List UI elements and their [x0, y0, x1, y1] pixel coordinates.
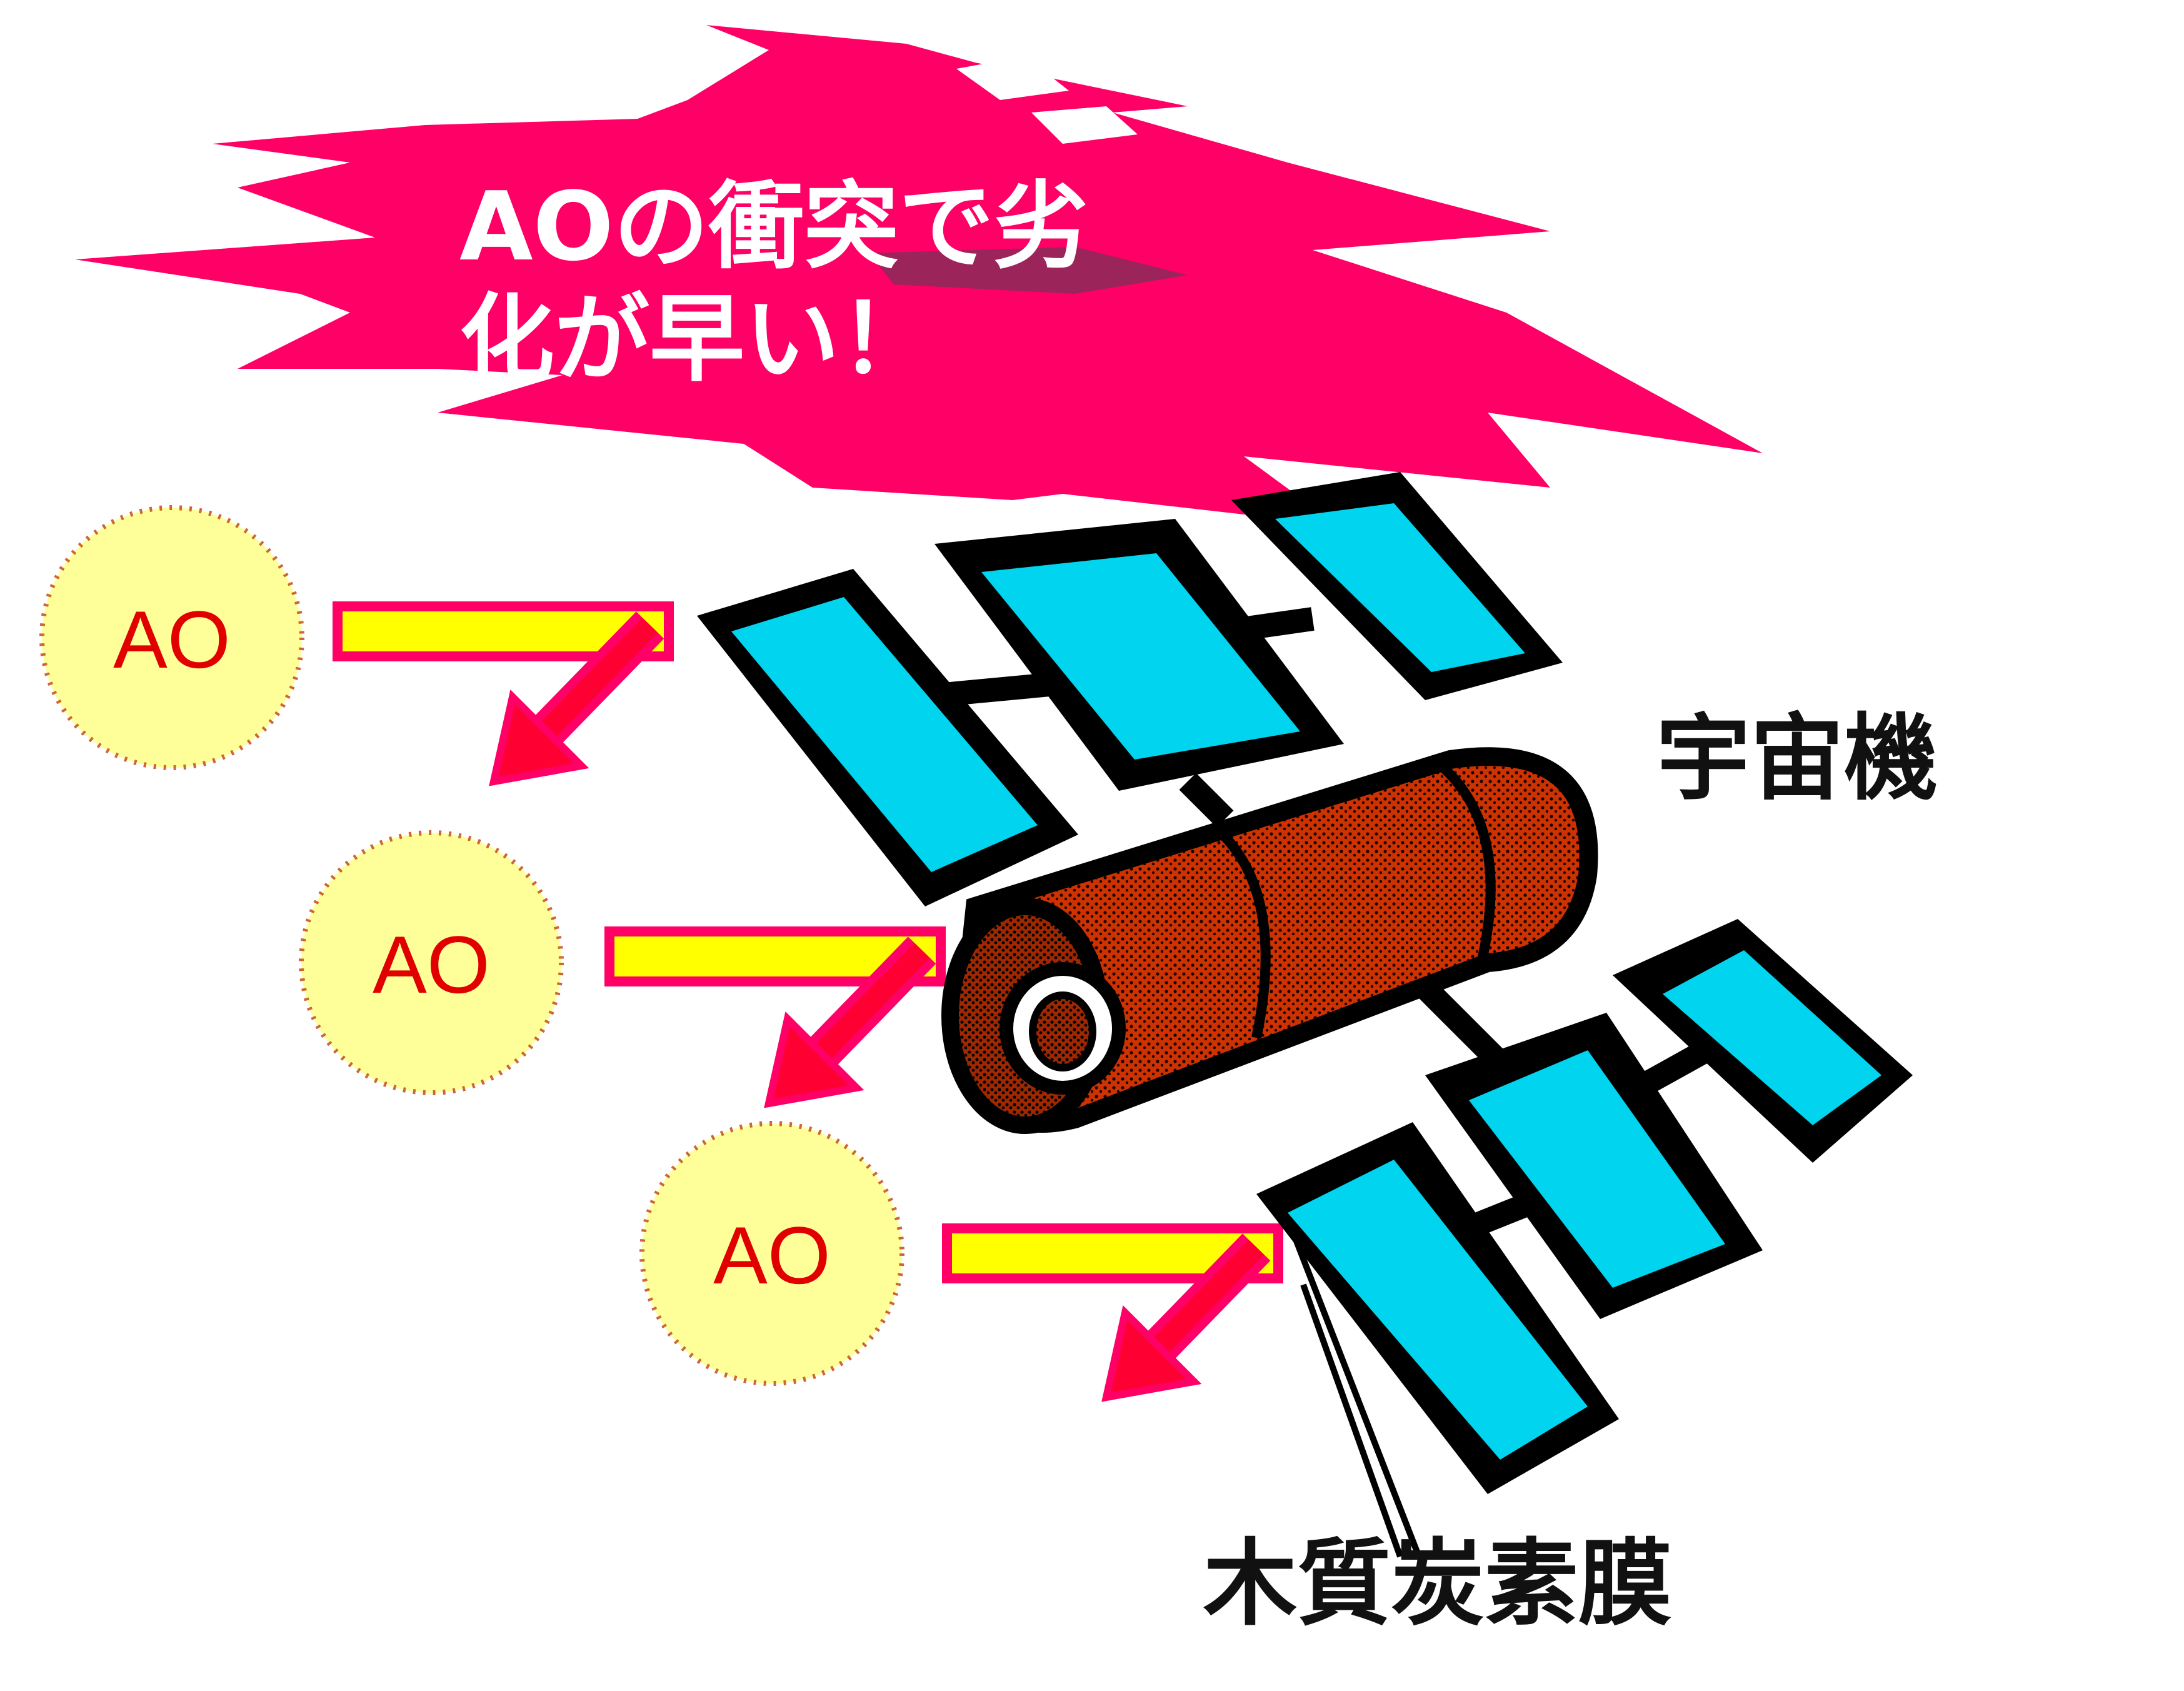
body-end-hole	[1029, 991, 1096, 1071]
burst-inner-cutout	[956, 56, 1069, 100]
solar-panel-cell	[1663, 950, 1881, 1125]
ao-group-1: AO	[39, 505, 674, 786]
ao-particle	[39, 505, 304, 770]
solar-panel-cell	[1288, 1160, 1588, 1460]
deflect-arrow	[489, 611, 664, 786]
coating-leader-lines	[1291, 1233, 1422, 1558]
solar-panel-cell	[1275, 503, 1525, 672]
upper-solar-array	[697, 472, 1563, 906]
ao-label: AO	[713, 1210, 831, 1301]
callout-burst: AOの衝突で劣 化が早い！	[75, 25, 1763, 525]
solar-panel-cell	[981, 553, 1300, 760]
ao-particle	[299, 830, 564, 1095]
burst-shadow	[869, 247, 1188, 294]
panel-struts	[949, 607, 1713, 1237]
ao-label: AO	[373, 919, 490, 1010]
callout-line-2: 化が早い！	[459, 284, 934, 394]
body-ring	[1209, 821, 1271, 1039]
spacecraft-label: 宇宙機	[1656, 705, 1938, 813]
body-ring	[1434, 758, 1496, 964]
deflect-arrow	[764, 936, 936, 1108]
deflect-arrow	[1101, 1233, 1271, 1402]
ao-group-2: AO	[299, 830, 946, 1108]
spacecraft-body	[941, 747, 1598, 1134]
ao-particle	[639, 1121, 904, 1386]
solar-panel-cell	[731, 597, 1038, 872]
burst-inner-cutout	[1031, 106, 1138, 144]
coating-label: 木質炭素膜	[1203, 1530, 1672, 1638]
lower-solar-array	[1256, 919, 1913, 1494]
spacecraft	[697, 472, 1913, 1558]
ao-group-3: AO	[639, 1121, 1283, 1402]
callout-line-1: AOの衝突で劣	[459, 171, 1089, 282]
solar-panel-cell	[1469, 1050, 1725, 1288]
ao-label: AO	[113, 594, 231, 685]
